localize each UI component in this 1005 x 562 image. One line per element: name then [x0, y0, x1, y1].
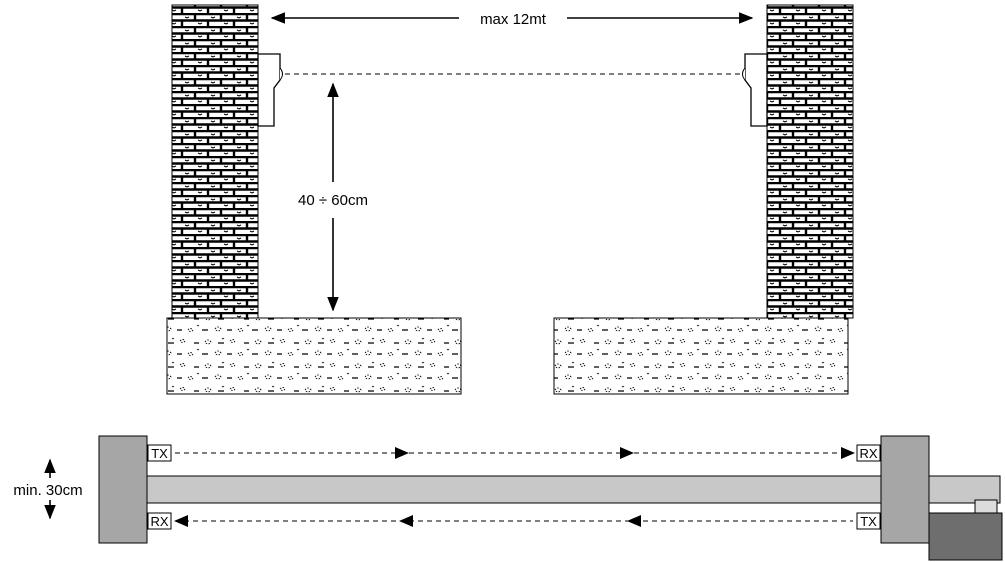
svg-text:RX: RX	[150, 514, 168, 529]
motor-top-plate	[974, 499, 998, 514]
left-tx-tag: TX	[147, 444, 172, 462]
right-tx-tag: TX	[856, 512, 881, 530]
lower-beam-tx-to-rx	[174, 515, 853, 527]
left-brick-wall	[171, 4, 259, 319]
clearance-label: min. 30cm	[13, 482, 82, 499]
left-ground-block	[166, 317, 462, 395]
gate-bar	[146, 475, 1001, 504]
svg-text:RX: RX	[859, 446, 877, 461]
svg-text:TX: TX	[860, 514, 877, 529]
left-rx-tag: RX	[147, 512, 172, 530]
right-post	[880, 435, 930, 544]
left-photocell	[257, 53, 283, 127]
distance-label: max 12mt	[480, 11, 547, 28]
svg-text:TX: TX	[151, 446, 168, 461]
upper-beam-tx-to-rx	[175, 447, 855, 459]
height-label: 40 ÷ 60cm	[298, 192, 368, 209]
right-rx-tag: RX	[856, 444, 881, 462]
left-post	[98, 435, 148, 544]
gate-motor	[928, 512, 1003, 561]
right-photocell	[742, 53, 768, 127]
right-brick-wall	[766, 4, 854, 319]
right-ground-block	[553, 317, 849, 395]
